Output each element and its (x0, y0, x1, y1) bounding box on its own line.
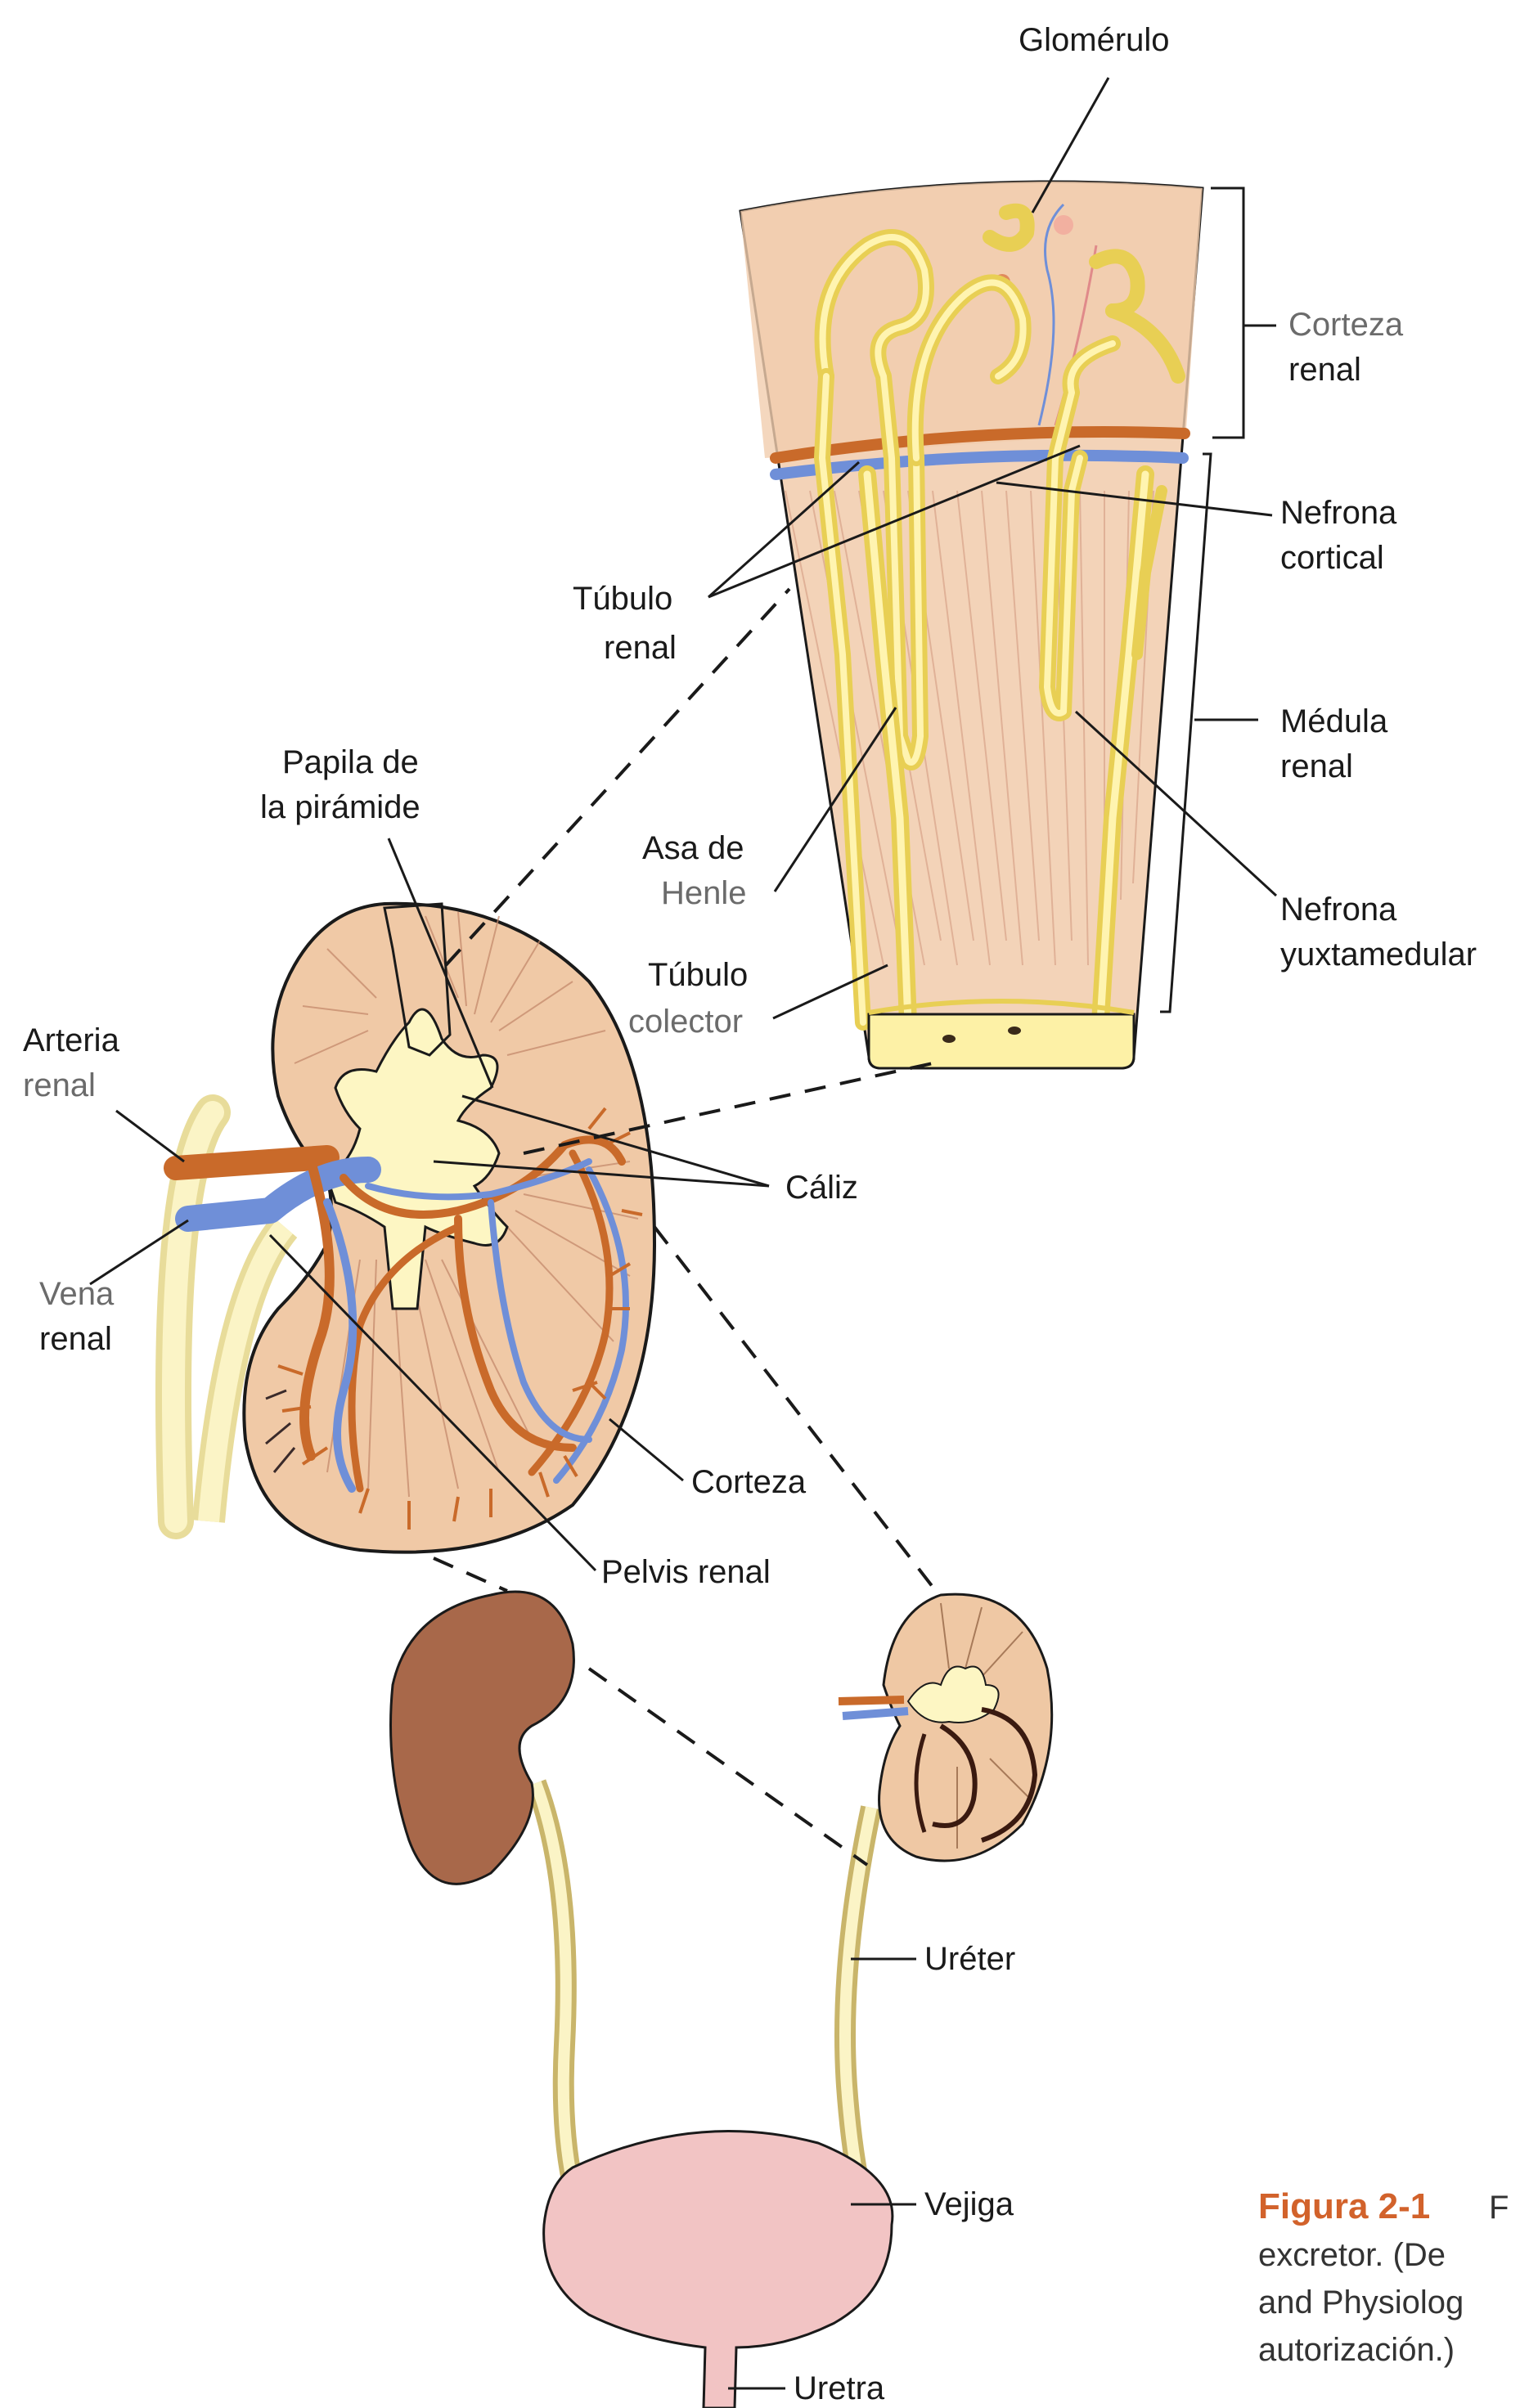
label-tubulo-renal-1: Túbulo (573, 581, 672, 617)
label-glomerulo: Glomérulo (1019, 22, 1170, 58)
label-nefrona-yuxta-1: Nefrona (1280, 892, 1397, 928)
caption-fig-cut: F (1489, 2190, 1509, 2226)
kidney-cross-section (173, 904, 654, 1552)
figure-caption: Figura 2-1 F excretor. (De and Physiolog… (1258, 2186, 1509, 2368)
label-nefrona-yuxta-2: yuxtamedular (1280, 937, 1477, 973)
label-vejiga: Vejiga (924, 2186, 1014, 2222)
label-tubulo-colector-1: Túbulo (648, 957, 748, 993)
label-caliz: Cáliz (785, 1170, 858, 1206)
label-tubulo-colector-2: colector (628, 1004, 743, 1040)
caption-line2: and Physiolog (1258, 2284, 1464, 2320)
urinary-tract (391, 1592, 1052, 2408)
label-corteza-renal-1: Corteza (1288, 307, 1404, 343)
caption-line1: excretor. (De (1258, 2237, 1446, 2273)
label-arteria-2: renal (23, 1067, 96, 1103)
label-tubulo-renal-2: renal (604, 630, 677, 666)
caption-line3: autorización.) (1258, 2332, 1455, 2368)
label-medula-renal-1: Médula (1280, 703, 1388, 739)
label-corteza: Corteza (691, 1464, 807, 1500)
label-pelvis: Pelvis renal (601, 1554, 771, 1590)
label-vena-2: renal (39, 1321, 112, 1357)
label-corteza-renal-2: renal (1288, 352, 1361, 388)
label-arteria-1: Arteria (23, 1022, 120, 1058)
label-asa-1: Asa de (642, 830, 744, 866)
label-vena-1: Vena (39, 1276, 115, 1312)
label-nefrona-cortical-2: cortical (1280, 540, 1384, 576)
label-uretra: Uretra (794, 2370, 885, 2406)
label-asa-2: Henle (661, 875, 747, 911)
nephron-section (740, 182, 1203, 1068)
label-medula-renal-2: renal (1280, 748, 1353, 784)
label-papila-2: la pirámide (260, 789, 420, 825)
label-papila-1: Papila de (282, 744, 419, 780)
label-nefrona-cortical-1: Nefrona (1280, 495, 1397, 531)
caption-fig-label: Figura 2-1 (1258, 2186, 1430, 2226)
label-ureter: Uréter (924, 1941, 1015, 1977)
